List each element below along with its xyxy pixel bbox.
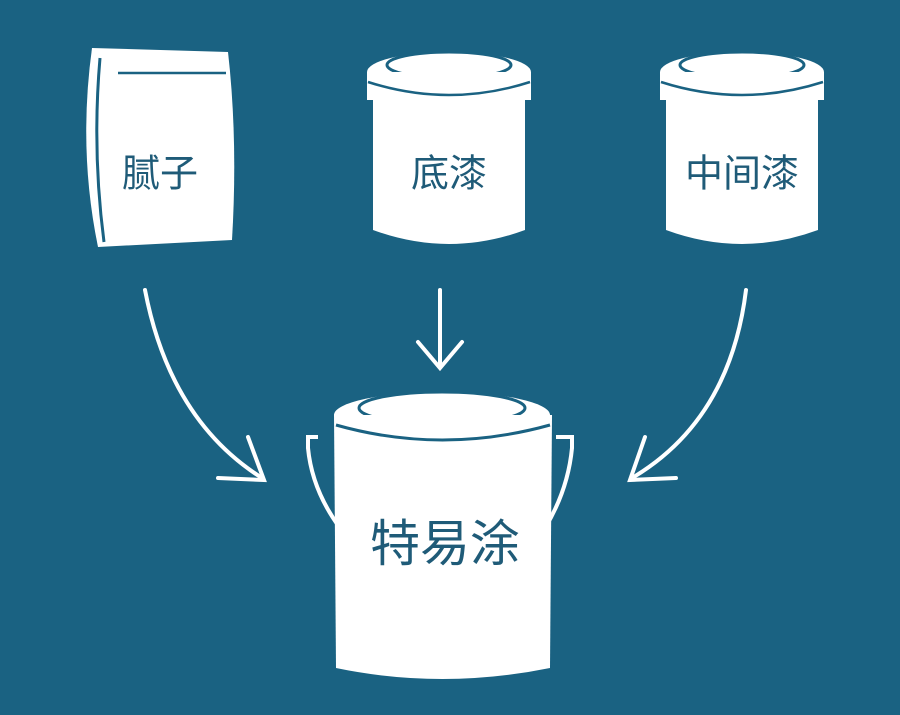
primer-can-icon <box>367 50 531 244</box>
output-product-label: 特易涂 <box>370 515 520 573</box>
putty-bag-icon <box>86 48 235 247</box>
putty-label: 腻子 <box>121 151 199 196</box>
intermediate-can-icon <box>660 50 824 244</box>
output-bucket-icon <box>306 390 574 679</box>
arrow-putty-to-output-icon <box>143 288 267 483</box>
arrow-primer-to-output-icon <box>416 288 464 372</box>
intermediate-coat-label: 中间漆 <box>684 151 800 196</box>
arrow-intermediate-to-output-icon <box>627 288 748 483</box>
primer-label: 底漆 <box>410 151 488 196</box>
